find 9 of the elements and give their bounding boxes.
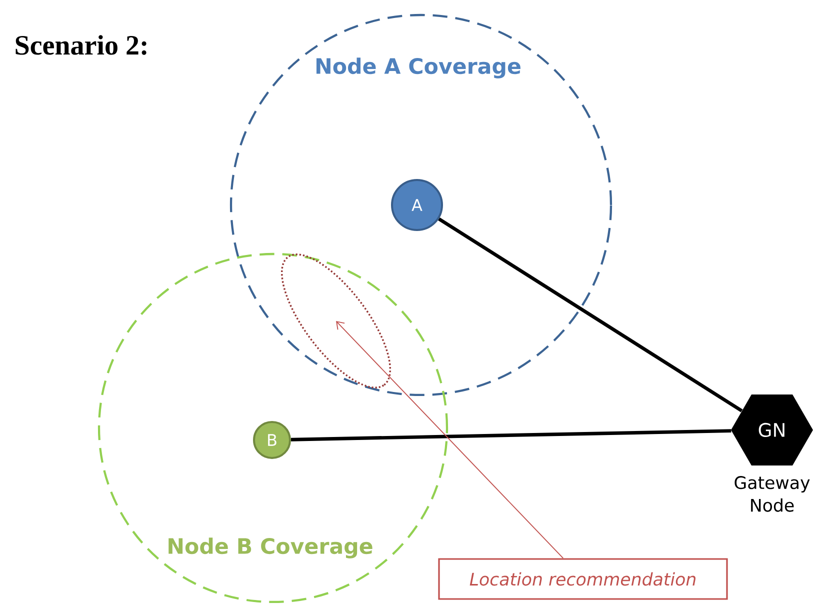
title: Scenario 2: [16,35,146,55]
gateway-hexagon: GN [731,394,813,466]
leader-line [336,321,564,559]
node-caption: Gateway Node [734,476,810,512]
sensor-node: A [391,179,443,231]
sensor-node: B [253,421,291,459]
callout-box: Location recommendation [438,558,728,600]
link-line [438,217,743,412]
link-line [290,429,732,442]
